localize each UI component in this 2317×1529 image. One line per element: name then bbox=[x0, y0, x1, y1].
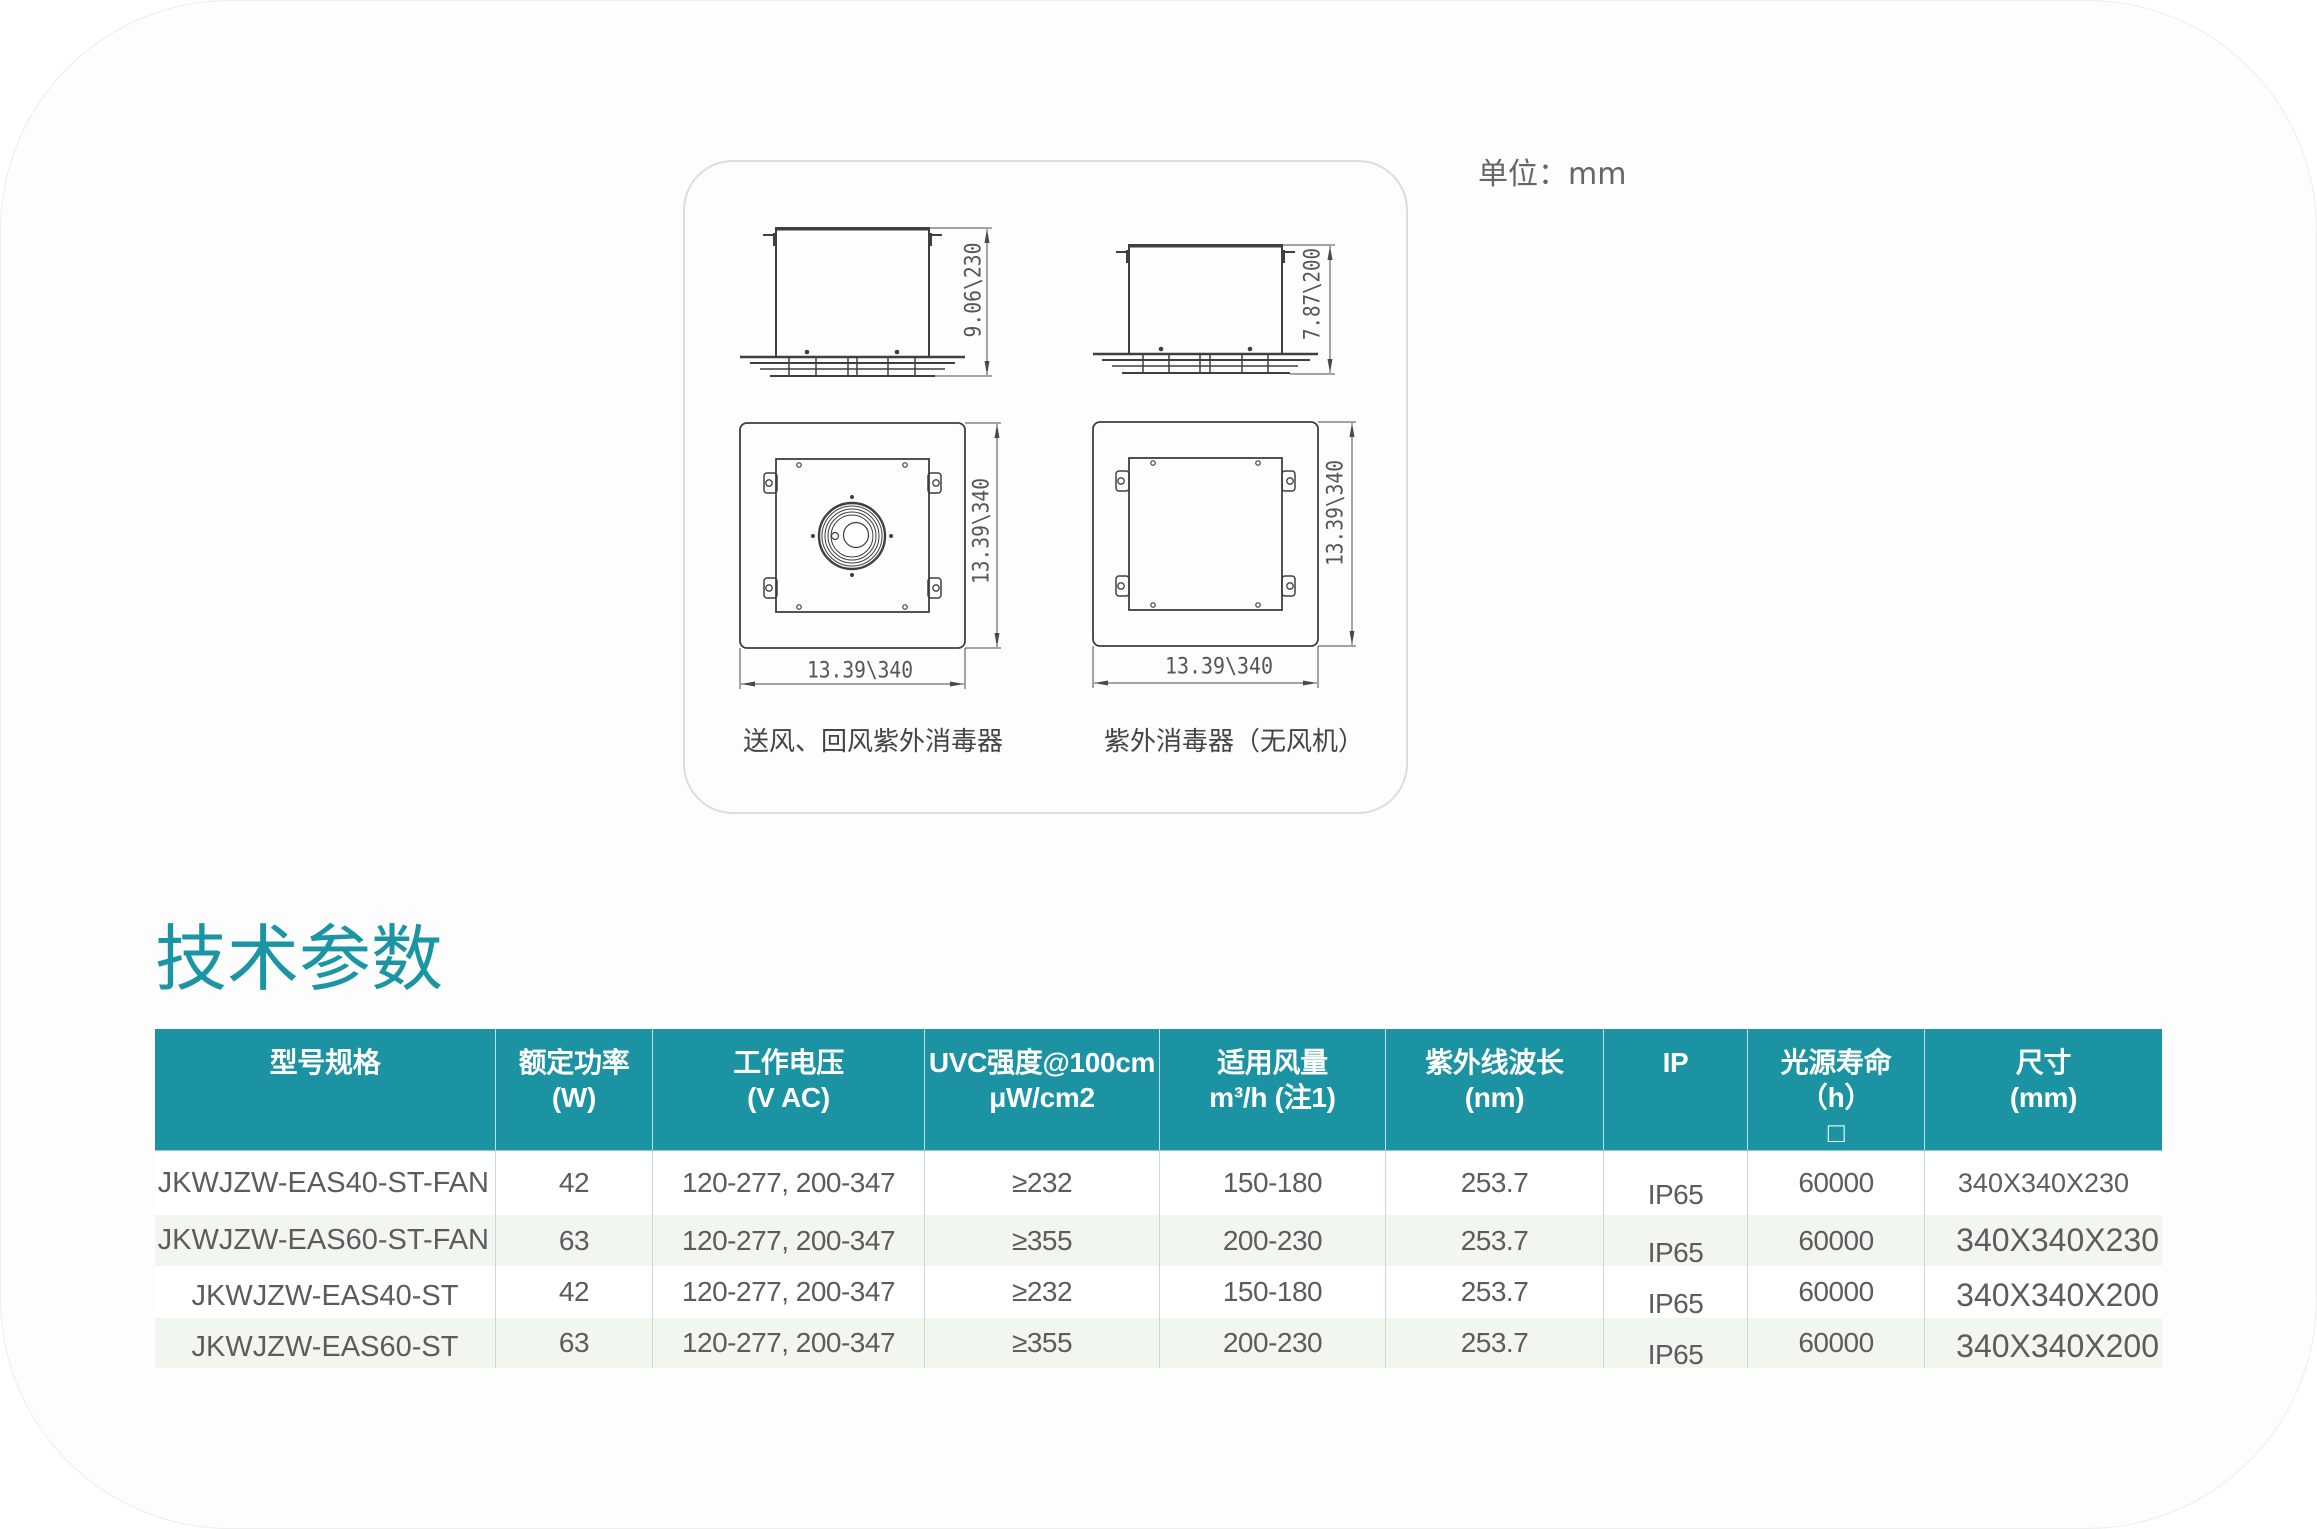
cell-airflow: 200-230 bbox=[1159, 1318, 1385, 1368]
cell-lamp-life: 60000 bbox=[1747, 1215, 1924, 1266]
cell-model: JKWJZW-EAS60-ST bbox=[191, 1330, 459, 1363]
header-label: IP bbox=[1662, 1047, 1689, 1078]
dimension-drawings: 9.06\230 7.87\200 bbox=[739, 227, 1356, 689]
cell-voltage: 120-277, 200-347 bbox=[652, 1151, 924, 1215]
header-dimensions: 尺寸 (mm) bbox=[1924, 1029, 2162, 1150]
header-label: UVC强度@100cm bbox=[928, 1047, 1156, 1078]
header-unit: (W) bbox=[551, 1082, 597, 1113]
cell-uvc: ≥355 bbox=[924, 1215, 1159, 1266]
side-height-dimension: 7.87\200 bbox=[1301, 248, 1326, 340]
cell-ip: IP65 bbox=[1603, 1215, 1747, 1268]
header-lamp-life: 光源寿命 （h） □ bbox=[1747, 1029, 1924, 1150]
drawing-caption-no-fan-unit: 紫外消毒器（无风机） bbox=[1104, 727, 1365, 757]
header-airflow: 适用风量 m³/h (注1) bbox=[1159, 1029, 1385, 1150]
cell-airflow: 150-180 bbox=[1159, 1151, 1385, 1215]
cell-model: JKWJZW-EAS40-ST bbox=[191, 1279, 459, 1312]
section-title: 技术参数 bbox=[155, 917, 444, 1001]
header-label: 额定功率 bbox=[518, 1047, 630, 1078]
cell-dimensions: 340X340X200 bbox=[1924, 1266, 2162, 1318]
header-unit: (V AC) bbox=[747, 1082, 830, 1113]
cell-model: JKWJZW-EAS60-ST-FAN bbox=[157, 1224, 489, 1256]
header-label: 紫外线波长 bbox=[1425, 1047, 1564, 1078]
table-row: JKWJZW-EAS40-ST-FAN 42 120-277, 200-347 … bbox=[155, 1151, 2162, 1215]
cell-uvc: ≥355 bbox=[924, 1318, 1159, 1368]
plan-width-dimension: 13.39\340 bbox=[807, 659, 913, 684]
drawing-caption-fan-unit: 送风、回风紫外消毒器 bbox=[743, 727, 1004, 757]
header-label: 型号规格 bbox=[269, 1047, 381, 1078]
missing-glyph-icon: □ bbox=[1827, 1117, 1845, 1148]
cell-dimensions: 340X340X230 bbox=[1924, 1151, 2162, 1215]
fan-outlet-icon bbox=[811, 495, 893, 577]
header-wavelength: 紫外线波长 (nm) bbox=[1385, 1029, 1603, 1150]
cell-power: 42 bbox=[495, 1266, 652, 1318]
header-rated-power: 额定功率 (W) bbox=[495, 1029, 652, 1150]
cell-lamp-life: 60000 bbox=[1747, 1318, 1924, 1368]
header-label: 适用风量 bbox=[1217, 1047, 1328, 1078]
cell-wavelength: 253.7 bbox=[1385, 1151, 1603, 1215]
cell-voltage: 120-277, 200-347 bbox=[652, 1215, 924, 1266]
side-view-fan-unit: 9.06\230 bbox=[740, 227, 992, 377]
header-unit: （h） bbox=[1799, 1082, 1873, 1113]
cell-lamp-life: 60000 bbox=[1747, 1151, 1924, 1215]
cell-uvc: ≥232 bbox=[924, 1266, 1159, 1318]
cell-ip: IP65 bbox=[1603, 1318, 1747, 1370]
header-label: 工作电压 bbox=[733, 1047, 844, 1078]
cell-dimensions: 340X340X230 bbox=[1924, 1215, 2162, 1266]
cell-voltage: 120-277, 200-347 bbox=[652, 1266, 924, 1318]
table-row: JKWJZW-EAS40-ST 42 120-277, 200-347 ≥232… bbox=[155, 1266, 2162, 1319]
side-height-dimension: 9.06\230 bbox=[962, 243, 987, 338]
plan-view-fan-unit: 13.39\340 13.39\340 bbox=[739, 422, 1001, 689]
header-unit: μW/cm2 bbox=[989, 1082, 1095, 1113]
header-model: 型号规格 bbox=[155, 1029, 495, 1150]
cell-ip: IP65 bbox=[1603, 1151, 1747, 1215]
header-label: 光源寿命 bbox=[1780, 1047, 1892, 1078]
plan-depth-dimension: 13.39\340 bbox=[970, 478, 995, 584]
plan-depth-dimension: 13.39\340 bbox=[1324, 460, 1349, 566]
header-unit: (mm) bbox=[2009, 1082, 2078, 1113]
header-unit: (nm) bbox=[1464, 1082, 1525, 1113]
table-row: JKWJZW-EAS60-ST-FAN 63 120-277, 200-347 … bbox=[155, 1215, 2162, 1268]
cell-dimensions: 340X340X200 bbox=[1924, 1318, 2162, 1368]
cell-wavelength: 253.7 bbox=[1385, 1215, 1603, 1266]
unit-label: 单位：mm bbox=[1478, 157, 1627, 192]
cell-model: JKWJZW-EAS40-ST-FAN bbox=[157, 1166, 489, 1199]
header-unit: m³/h (注1) bbox=[1209, 1082, 1336, 1113]
plan-view-no-fan-unit: 13.39\340 13.39\340 bbox=[1092, 421, 1356, 688]
cell-power: 63 bbox=[495, 1318, 652, 1368]
spec-table: 型号规格 额定功率 (W) 工作电压 (V AC) UVC强度@100cm μW… bbox=[155, 1029, 2162, 1370]
dimension-drawing-panel bbox=[683, 160, 1408, 814]
table-header: 型号规格 额定功率 (W) 工作电压 (V AC) UVC强度@100cm μW… bbox=[155, 1029, 2162, 1151]
table-row: JKWJZW-EAS60-ST 63 120-277, 200-347 ≥355… bbox=[155, 1318, 2162, 1370]
header-uvc-intensity: UVC强度@100cm μW/cm2 bbox=[924, 1029, 1159, 1150]
cell-ip: IP65 bbox=[1603, 1266, 1747, 1319]
cell-uvc: ≥232 bbox=[924, 1151, 1159, 1215]
header-voltage: 工作电压 (V AC) bbox=[652, 1029, 924, 1150]
cell-power: 63 bbox=[495, 1215, 652, 1266]
cell-lamp-life: 60000 bbox=[1747, 1266, 1924, 1318]
header-label: 尺寸 bbox=[2015, 1047, 2072, 1078]
cell-voltage: 120-277, 200-347 bbox=[652, 1318, 924, 1368]
cell-wavelength: 253.7 bbox=[1385, 1266, 1603, 1318]
header-ip: IP bbox=[1603, 1029, 1747, 1150]
cell-airflow: 150-180 bbox=[1159, 1266, 1385, 1318]
side-view-no-fan-unit: 7.87\200 bbox=[1093, 244, 1335, 375]
plan-width-dimension: 13.39\340 bbox=[1165, 655, 1273, 680]
cell-airflow: 200-230 bbox=[1159, 1215, 1385, 1266]
cell-wavelength: 253.7 bbox=[1385, 1318, 1603, 1368]
cell-power: 42 bbox=[495, 1151, 652, 1215]
